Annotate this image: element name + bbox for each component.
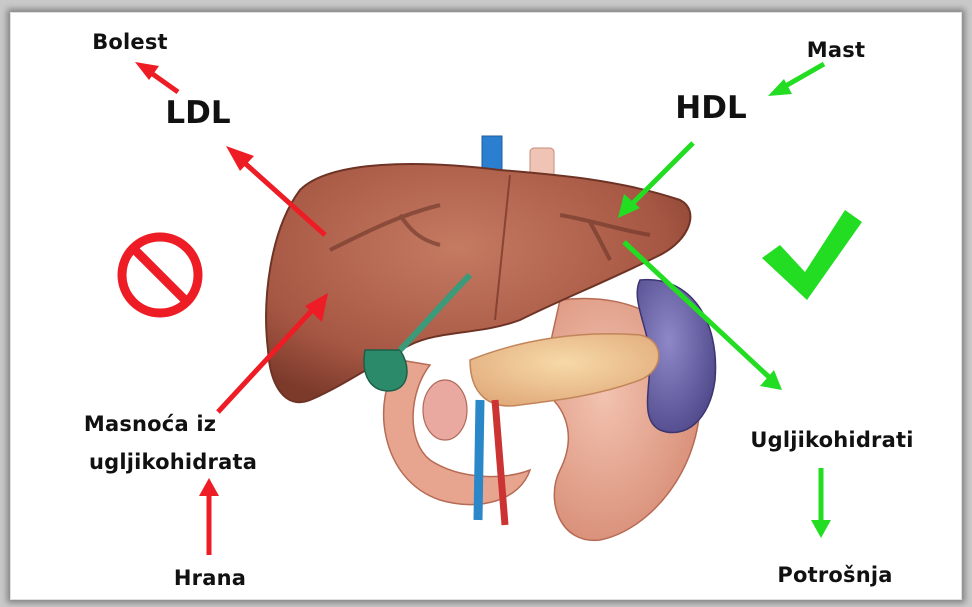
potrosnja-label: Potrošnja [777,563,892,587]
organ-illustration [266,136,715,540]
hdl-label: HDL [675,90,746,126]
checkmark-icon [762,210,862,300]
bolest-label: Bolest [92,30,168,54]
mast-label: Mast [807,38,865,62]
hrana-label: Hrana [174,566,246,590]
ldl-label: LDL [165,95,230,131]
prohibition-icon [122,237,198,313]
masnoca-label-line1: Masnoća iz [84,412,216,436]
ugljikohidrati-label: Ugljikohidrati [750,428,913,452]
masnoca-label-line2: ugljikohidrata [89,450,257,474]
